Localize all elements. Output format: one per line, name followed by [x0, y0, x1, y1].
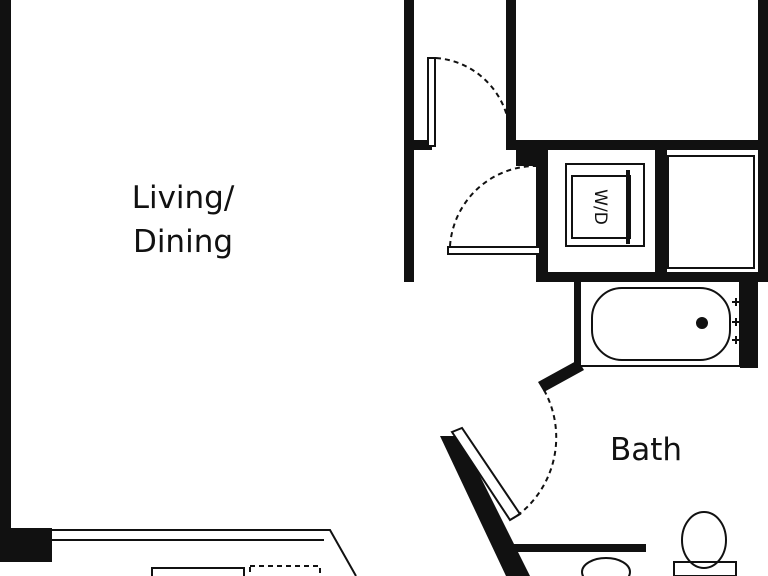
- wall-bath-angled-stub: [538, 360, 584, 392]
- doors: [427, 57, 558, 522]
- wall-laundry-left: [536, 148, 548, 280]
- washer-dryer-outer: [565, 163, 645, 247]
- washer-dryer: [565, 163, 645, 247]
- wall-partition-stub: [414, 140, 432, 150]
- door-laundry-leaf: [447, 246, 541, 255]
- door-upper-room-swing: [435, 57, 512, 141]
- wall-laundry-right: [655, 148, 667, 280]
- wall-tub-right-block: [740, 280, 758, 368]
- bathtub-drain: [696, 317, 708, 329]
- kitchen-appliance: [249, 565, 321, 576]
- kitchen-sink: [151, 567, 245, 576]
- wall-partition-lower: [404, 148, 414, 282]
- bathtub-basin: [591, 287, 731, 361]
- toilet: [673, 511, 737, 576]
- bath-label: Bath: [609, 432, 683, 468]
- wall-upper-room-left: [506, 0, 516, 150]
- toilet-bowl: [681, 511, 727, 569]
- bathtub: [579, 279, 741, 367]
- toilet-tank: [673, 561, 737, 576]
- door-laundry-swing: [449, 164, 537, 247]
- sink-basin: [581, 557, 631, 576]
- wall-left-exterior: [0, 0, 11, 540]
- wall-outlines: [667, 155, 755, 269]
- door-upper-room-leaf: [427, 57, 436, 147]
- wall-upper-room-bottom: [506, 140, 768, 150]
- door-bath-swing: [513, 389, 558, 519]
- wall-partition-upper: [404, 0, 414, 148]
- wall-closet-step: [516, 148, 536, 166]
- washer-dryer-inner: [571, 175, 631, 239]
- wall-laundry-bottom: [536, 272, 768, 282]
- wall-bath-angled-lower: [440, 436, 530, 576]
- living-dining-label-line2: Dining: [132, 224, 234, 260]
- living-dining-label-line1: Living/: [131, 180, 235, 216]
- kitchen-counter-outline: [52, 529, 357, 576]
- living-dining-label: Living/ Dining: [118, 176, 248, 264]
- wall-upper-right: [758, 0, 768, 150]
- bathtub-fixtures: [732, 298, 740, 344]
- sink: [581, 557, 631, 576]
- wall-bottom-left-block: [0, 528, 52, 562]
- wall-closet-right: [758, 148, 768, 282]
- wall-tub-left: [574, 280, 580, 366]
- kitchen: [52, 529, 357, 576]
- wall-bath-lower-ledge: [506, 544, 646, 552]
- closet-inner-outline: [667, 155, 755, 269]
